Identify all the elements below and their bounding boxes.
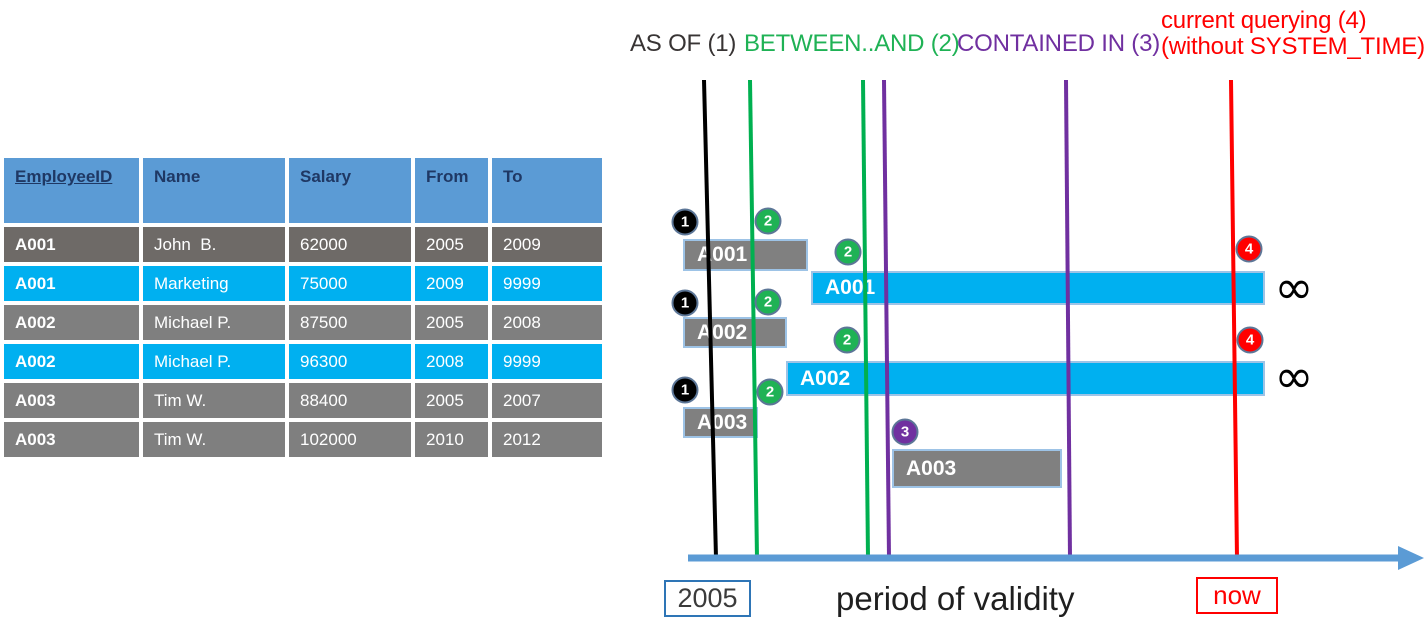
table-cell: A001	[4, 227, 139, 262]
validity-bar-a003-gray: A003	[683, 407, 758, 438]
contained-start-line	[882, 79, 891, 559]
validity-bar-a001-gray: A001	[683, 239, 808, 271]
axis-now-box: now	[1196, 577, 1278, 614]
table-cell: 2012	[492, 422, 602, 457]
table-cell: 9999	[492, 266, 602, 301]
table-cell: 2005	[415, 305, 488, 340]
query-badge-2: 2	[833, 326, 861, 354]
legend-current-line1: current querying (4)	[1161, 7, 1367, 34]
now-line	[1229, 79, 1239, 559]
table-cell: 2009	[415, 266, 488, 301]
table-cell: 2008	[415, 344, 488, 379]
table-cell: 62000	[289, 227, 411, 262]
query-badge-4: 4	[1235, 235, 1263, 263]
header-cell-label: To	[503, 167, 523, 186]
table-cell: Marketing	[143, 266, 285, 301]
table-cell: 102000	[289, 422, 411, 457]
header-cell: EmployeeID	[4, 158, 139, 223]
validity-bar-a003-gray: A003	[892, 449, 1062, 488]
query-badge-3: 3	[891, 418, 919, 446]
table-cell: 87500	[289, 305, 411, 340]
infinity-icon: ∞	[1274, 260, 1314, 316]
table-cell: 2005	[415, 383, 488, 418]
table-cell: 2009	[492, 227, 602, 262]
validity-bar-label: A003	[906, 456, 957, 480]
legend-as-of: AS OF (1)	[630, 30, 737, 57]
axis-caption: period of validity	[836, 580, 1075, 617]
query-badge-4: 4	[1236, 326, 1264, 354]
query-badge-2: 2	[754, 207, 782, 235]
table-header-row: EmployeeID Name Salary From To	[4, 158, 602, 223]
table-cell: A003	[4, 422, 139, 457]
validity-bar-label: A001	[697, 243, 748, 266]
query-badge-2: 2	[754, 288, 782, 316]
contained-end-line	[1064, 79, 1072, 559]
table-cell: 9999	[492, 344, 602, 379]
table-cell: 2010	[415, 422, 488, 457]
query-badge-2: 2	[756, 378, 784, 406]
validity-bar-label: A002	[697, 320, 748, 344]
table-cell: Michael P.	[143, 344, 285, 379]
header-cell-label: Name	[154, 167, 201, 186]
header-cell-label: From	[426, 167, 469, 186]
table-cell: Tim W.	[143, 422, 285, 457]
header-cell-label: EmployeeID	[15, 167, 113, 186]
table-cell: Michael P.	[143, 305, 285, 340]
header-cell: From	[415, 158, 488, 223]
table-cell: John B.	[143, 227, 285, 262]
query-badge-1: 1	[671, 289, 699, 317]
header-cell: Name	[143, 158, 285, 223]
query-badge-1: 1	[671, 376, 699, 404]
legend-between-and: BETWEEN..AND (2)	[744, 30, 960, 57]
between-end-line	[861, 79, 870, 559]
axis-now-label: now	[1213, 580, 1261, 610]
legend-current-querying: current querying (4) (without SYSTEM_TIM…	[1161, 8, 1425, 60]
header-cell: Salary	[289, 158, 411, 223]
table-cell: 96300	[289, 344, 411, 379]
validity-bar-a002-gray: A002	[683, 317, 787, 348]
table-cell: A003	[4, 383, 139, 418]
table-cell: A002	[4, 305, 139, 340]
time-axis-arrowhead-icon	[1398, 546, 1424, 570]
table-cell: 75000	[289, 266, 411, 301]
axis-start-year: 2005	[677, 583, 738, 613]
query-badge-1: 1	[671, 208, 699, 236]
legend-contained-in: CONTAINED IN (3)	[957, 30, 1161, 57]
validity-bar-a001-cyan: A001	[811, 271, 1265, 305]
header-cell-label: Salary	[300, 167, 352, 186]
table-cell: 2005	[415, 227, 488, 262]
table-cell: A001	[4, 266, 139, 301]
table-cell: 2008	[492, 305, 602, 340]
axis-start-year-box: 2005	[664, 580, 751, 617]
query-badge-2: 2	[834, 238, 862, 266]
table-cell: 2007	[492, 383, 602, 418]
infinity-icon: ∞	[1274, 349, 1314, 405]
validity-bar-a002-cyan: A002	[786, 361, 1265, 396]
validity-bar-label: A001	[825, 276, 876, 299]
table-cell: A002	[4, 344, 139, 379]
validity-bar-label: A002	[800, 366, 851, 390]
header-cell: To	[492, 158, 602, 223]
legend-current-line2: (without SYSTEM_TIME)	[1161, 33, 1425, 60]
table-cell: 88400	[289, 383, 411, 418]
table-cell: Tim W.	[143, 383, 285, 418]
validity-bar-label: A003	[697, 410, 748, 434]
